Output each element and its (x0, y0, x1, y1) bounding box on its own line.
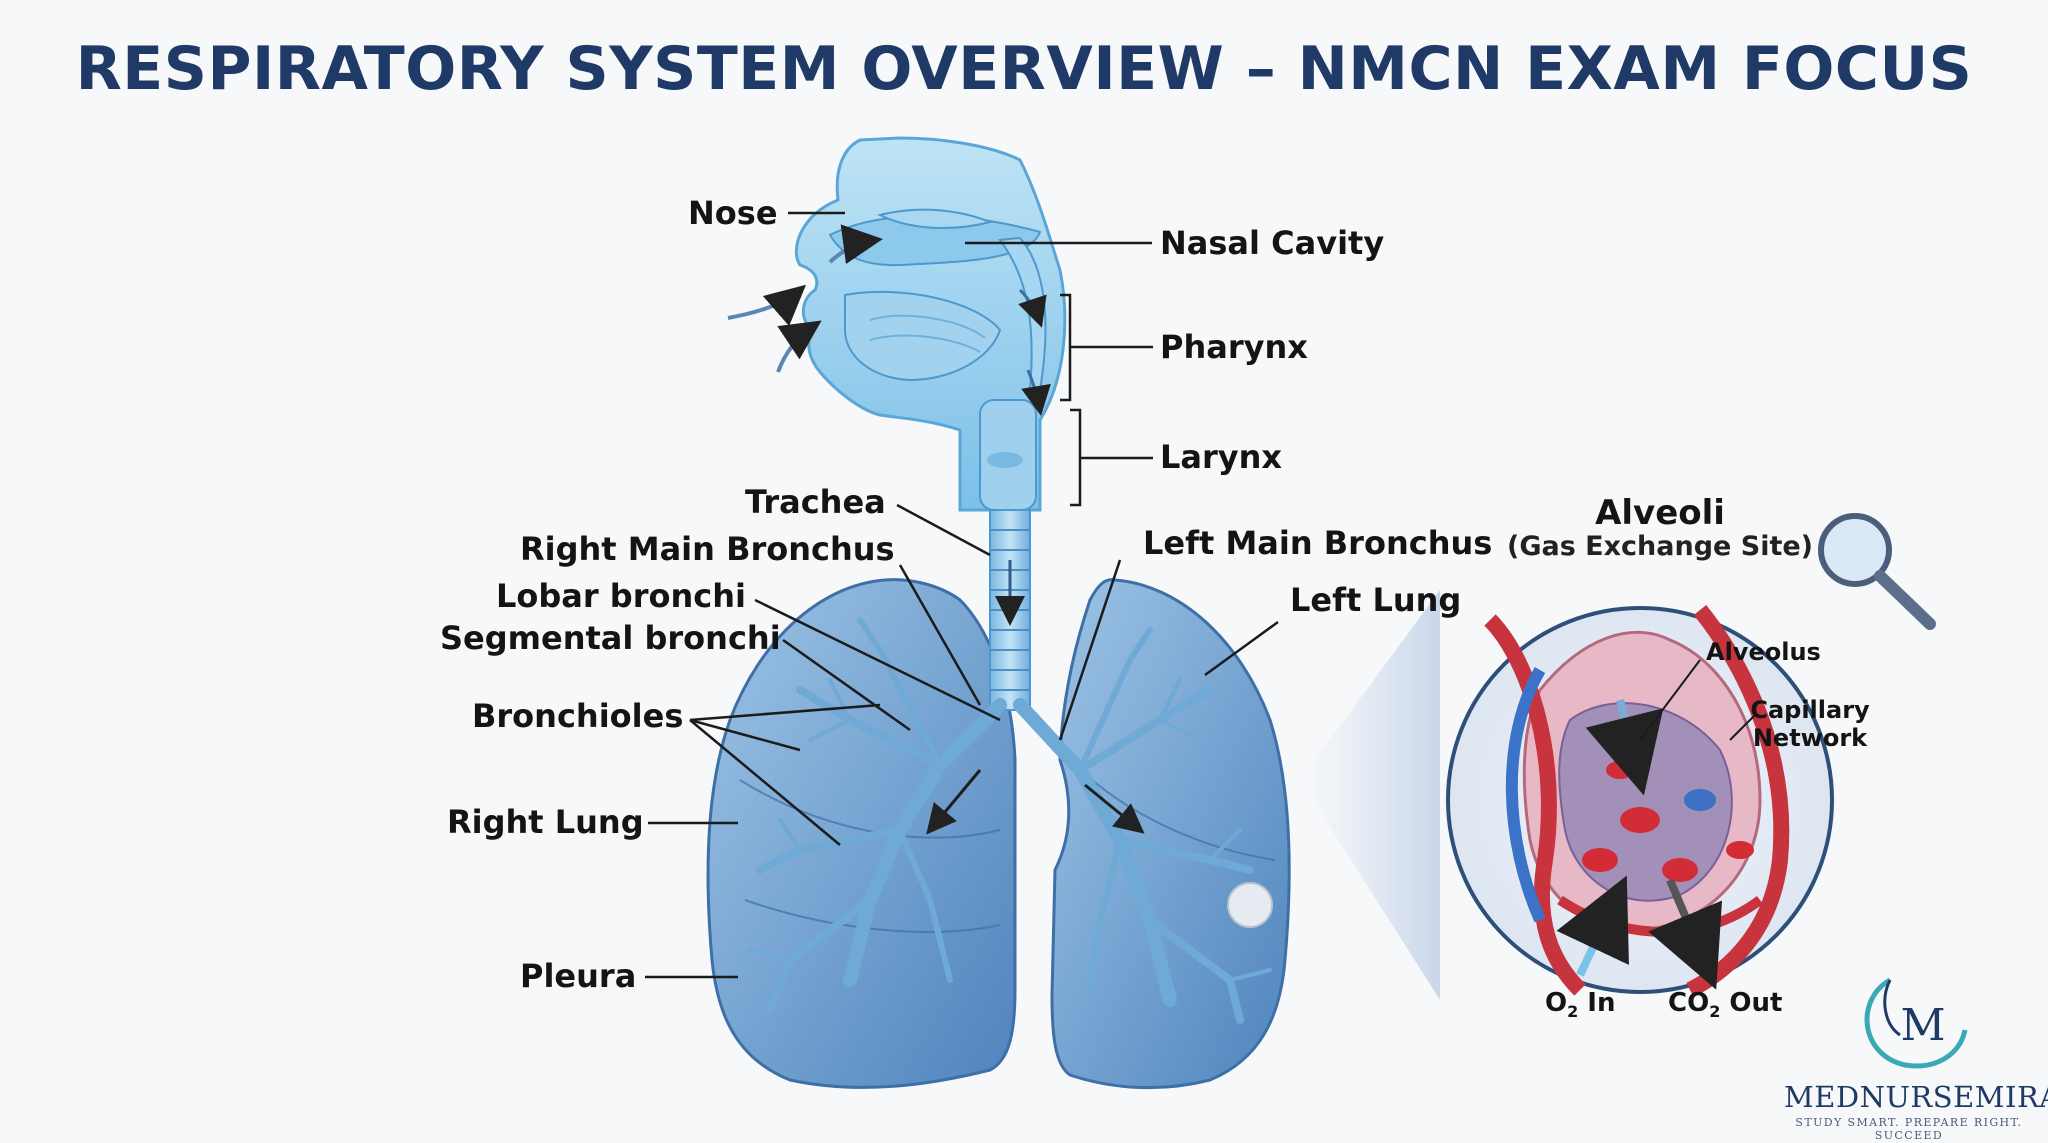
label-larynx: Larynx (1160, 438, 1283, 476)
label-o2-in: O2 In (1545, 988, 1616, 1022)
label-pharynx: Pharynx (1160, 328, 1308, 366)
alveoli-inset (1446, 605, 1834, 998)
inset-subtitle: (Gas Exchange Site) (1506, 531, 1814, 562)
label-trachea: Trachea (745, 483, 886, 521)
label-co2-out: CO2 Out (1668, 988, 1783, 1022)
logo-mark-letter: M (1900, 1000, 1946, 1051)
bronchial-tree (748, 617, 1272, 1024)
magnifier-icon (1818, 513, 1936, 630)
label-left-main-bronchus: Left Main Bronchus (1143, 524, 1493, 562)
inset-label-capillary-1: Capillary (1750, 696, 1870, 724)
inset-beam (1300, 590, 1440, 1000)
page-title: RESPIRATORY SYSTEM OVERVIEW – NMCN EXAM … (75, 34, 1973, 104)
logo-mark-icon (1864, 977, 1968, 1069)
leader-lines (645, 211, 1279, 979)
logo-name: MEDNURSEMIRA (1784, 1080, 2048, 1114)
head-section (727, 136, 1067, 512)
label-segmental-bronchi: Segmental bronchi (440, 619, 781, 657)
label-nasal-cavity: Nasal Cavity (1160, 224, 1385, 262)
label-lobar-bronchi: Lobar bronchi (496, 577, 746, 615)
label-bronchioles: Bronchioles (472, 697, 684, 735)
label-right-lung: Right Lung (447, 803, 644, 841)
label-nose: Nose (688, 194, 778, 232)
logo-tagline: STUDY SMART. PREPARE RIGHT. SUCCEED (1795, 1116, 2023, 1142)
inset-label-capillary-2: Network (1752, 724, 1868, 752)
label-right-main-bronchus: Right Main Bronchus (520, 530, 895, 568)
label-pleura: Pleura (520, 957, 637, 995)
inset-label-alveolus: Alveolus (1706, 638, 1821, 666)
label-left-lung: Left Lung (1290, 581, 1462, 619)
inset-title: Alveoli (1595, 493, 1725, 533)
